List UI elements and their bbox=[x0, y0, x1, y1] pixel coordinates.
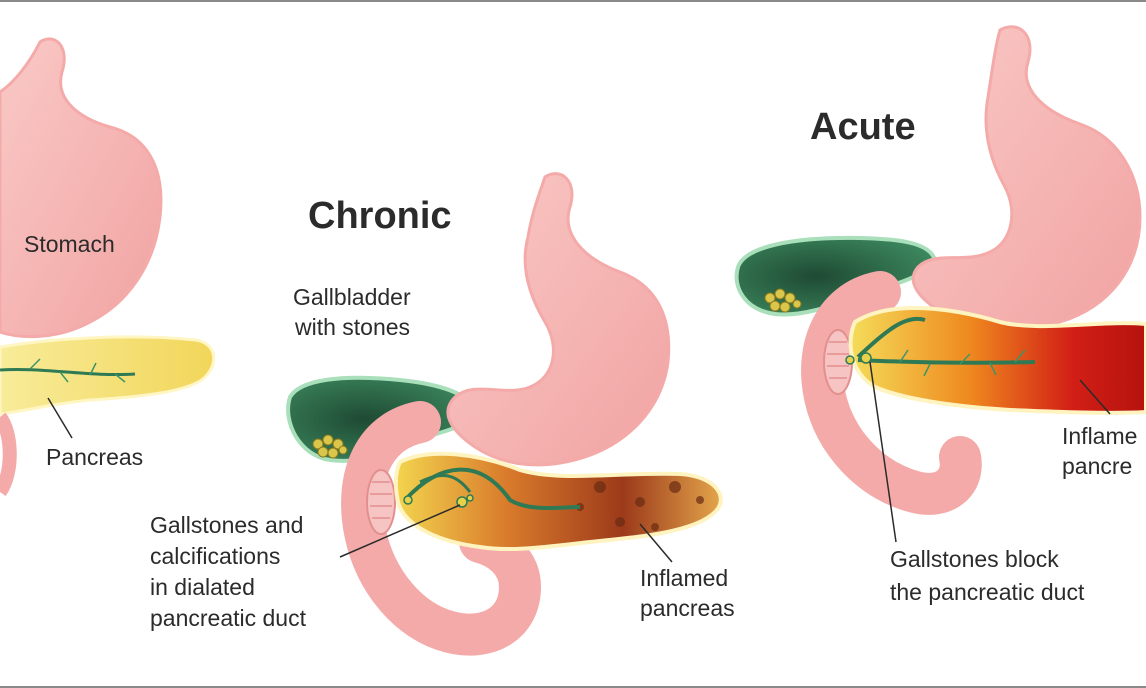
gallbladder-label-line2: with stones bbox=[295, 314, 411, 340]
acute-gallbladder bbox=[734, 235, 938, 317]
gallbladder-label-line1: Gallbladder bbox=[293, 284, 411, 310]
acute-duodenum bbox=[801, 271, 982, 515]
stomach-label: Stomach bbox=[24, 231, 115, 257]
chronic-inflamed-line2: pancreas bbox=[640, 595, 735, 621]
pancreas-label: Pancreas bbox=[46, 444, 144, 470]
gallstones-calc-line2: calcifications bbox=[150, 543, 281, 569]
gallstones-block-line1: Gallstones block bbox=[890, 546, 1059, 572]
gallstones-calc-line4: pancreatic duct bbox=[150, 605, 306, 631]
chronic-title: Chronic bbox=[308, 195, 452, 237]
chronic-duodenum bbox=[341, 401, 542, 656]
gallstones-block-line2: the pancreatic duct bbox=[890, 579, 1085, 605]
gallstones-calc-line1: Gallstones and bbox=[150, 512, 304, 538]
chronic-inflamed-line1: Inflamed bbox=[640, 565, 729, 591]
acute-title: Acute bbox=[810, 106, 916, 148]
chronic-stomach bbox=[446, 172, 671, 467]
acute-inflamed-leader bbox=[1079, 379, 1111, 415]
healthy-duodenum bbox=[0, 412, 17, 497]
acute-pancreas bbox=[845, 306, 1146, 415]
acute-inflamed-line2: pancre bbox=[1062, 453, 1133, 479]
healthy-pancreas bbox=[0, 335, 216, 416]
gallstones-block-leader bbox=[869, 361, 897, 543]
healthy-stomach bbox=[0, 37, 163, 339]
gallstones-calc-leader bbox=[339, 504, 461, 558]
pancreas-leader-line bbox=[47, 397, 73, 439]
chronic-inflamed-leader bbox=[639, 523, 673, 563]
acute-inflamed-line1: Inflame bbox=[1062, 423, 1138, 449]
gallstones-calc-line3: in dialated bbox=[150, 574, 255, 600]
acute-stomach bbox=[911, 25, 1142, 332]
chronic-pancreas bbox=[393, 451, 723, 552]
